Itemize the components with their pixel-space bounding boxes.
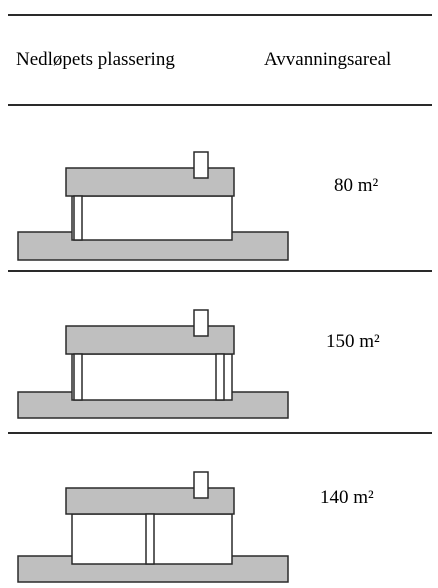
chimney-icon xyxy=(193,309,209,337)
house-drawing-row-2 xyxy=(17,309,289,419)
chimney-icon xyxy=(193,151,209,179)
table-top-rule xyxy=(8,14,432,16)
house-walls xyxy=(71,353,233,401)
house-drawing-row-3 xyxy=(17,471,289,583)
house-drawing-row-1 xyxy=(17,151,289,261)
area-value: 150 m² xyxy=(326,331,380,352)
area-value: 80 m² xyxy=(334,175,379,196)
column-header-placement: Nedløpets plassering xyxy=(16,49,175,70)
roof xyxy=(65,325,235,355)
downpipe-icon xyxy=(73,353,83,401)
chimney-icon xyxy=(193,471,209,499)
downpipe-icon xyxy=(145,513,155,565)
house-icon xyxy=(17,151,289,261)
row-divider xyxy=(8,270,432,272)
house-walls xyxy=(71,195,233,241)
header-bottom-rule xyxy=(8,104,432,106)
ground-slab xyxy=(17,555,289,583)
downpipe-icon xyxy=(215,353,225,401)
row-divider xyxy=(8,432,432,434)
house-icon xyxy=(17,309,289,419)
area-value: 140 m² xyxy=(320,487,374,508)
roof xyxy=(65,487,235,515)
downpipe-icon xyxy=(73,195,83,241)
house-icon xyxy=(17,471,289,583)
column-header-area: Avvanningsareal xyxy=(264,49,392,70)
roof xyxy=(65,167,235,197)
